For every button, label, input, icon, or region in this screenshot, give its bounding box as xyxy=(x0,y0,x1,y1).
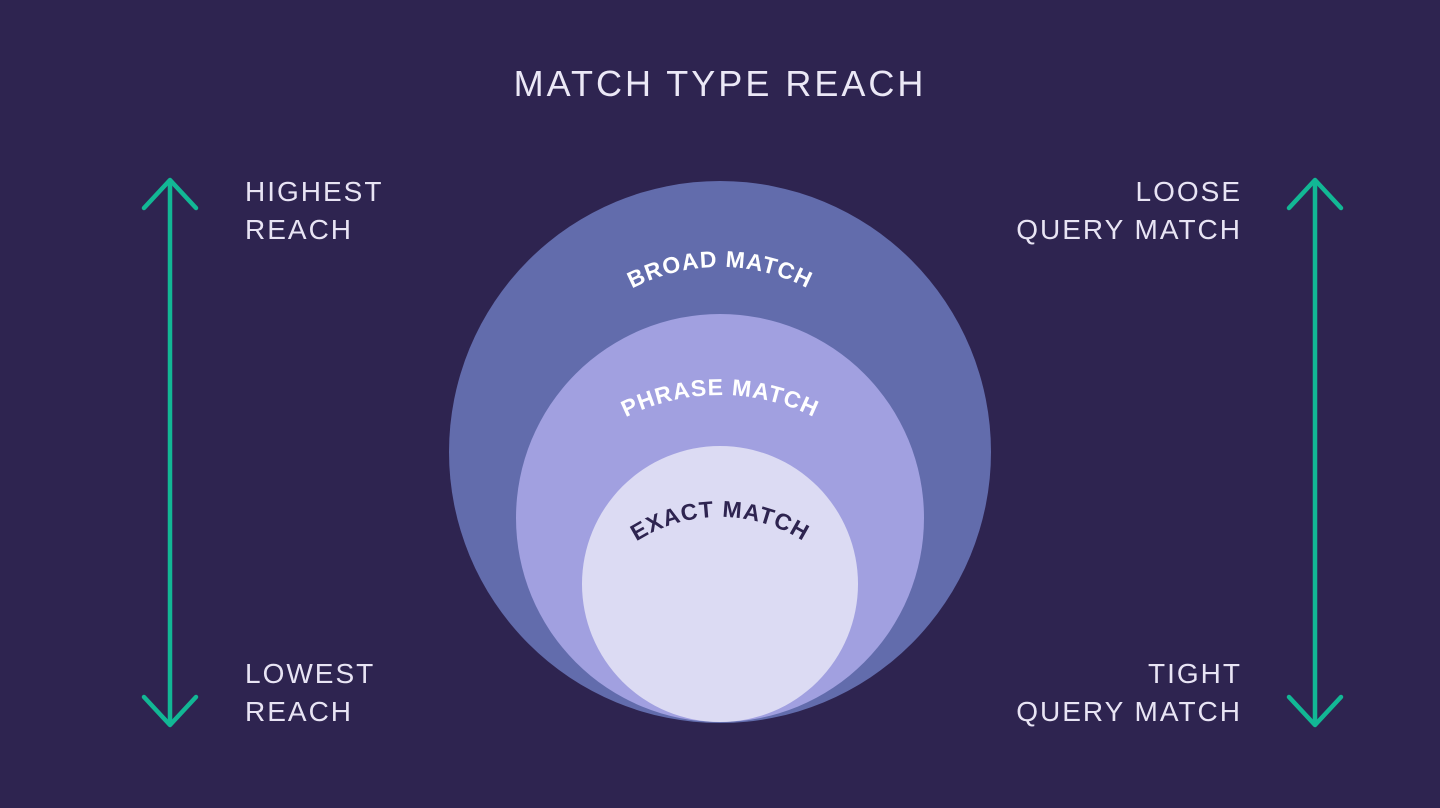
tight-query-line2: QUERY MATCH xyxy=(1016,696,1242,727)
loose-query-match-label: LOOSE QUERY MATCH xyxy=(1016,173,1242,249)
lowest-reach-line2: REACH xyxy=(245,696,354,727)
highest-reach-line1: HIGHEST xyxy=(245,176,384,207)
loose-query-line2: QUERY MATCH xyxy=(1016,214,1242,245)
query-match-arrow-icon xyxy=(1286,177,1344,728)
lowest-reach-line1: LOWEST xyxy=(245,658,376,689)
diagram-title: MATCH TYPE REACH xyxy=(513,63,927,104)
reach-arrow-icon xyxy=(141,177,199,728)
lowest-reach-label: LOWEST REACH xyxy=(245,655,375,731)
exact-match-circle xyxy=(582,446,858,722)
tight-query-line1: TIGHT xyxy=(1148,658,1242,689)
highest-reach-line2: REACH xyxy=(245,214,354,245)
highest-reach-label: HIGHEST REACH xyxy=(245,173,383,249)
loose-query-line1: LOOSE xyxy=(1135,176,1242,207)
tight-query-match-label: TIGHT QUERY MATCH xyxy=(1016,655,1242,731)
